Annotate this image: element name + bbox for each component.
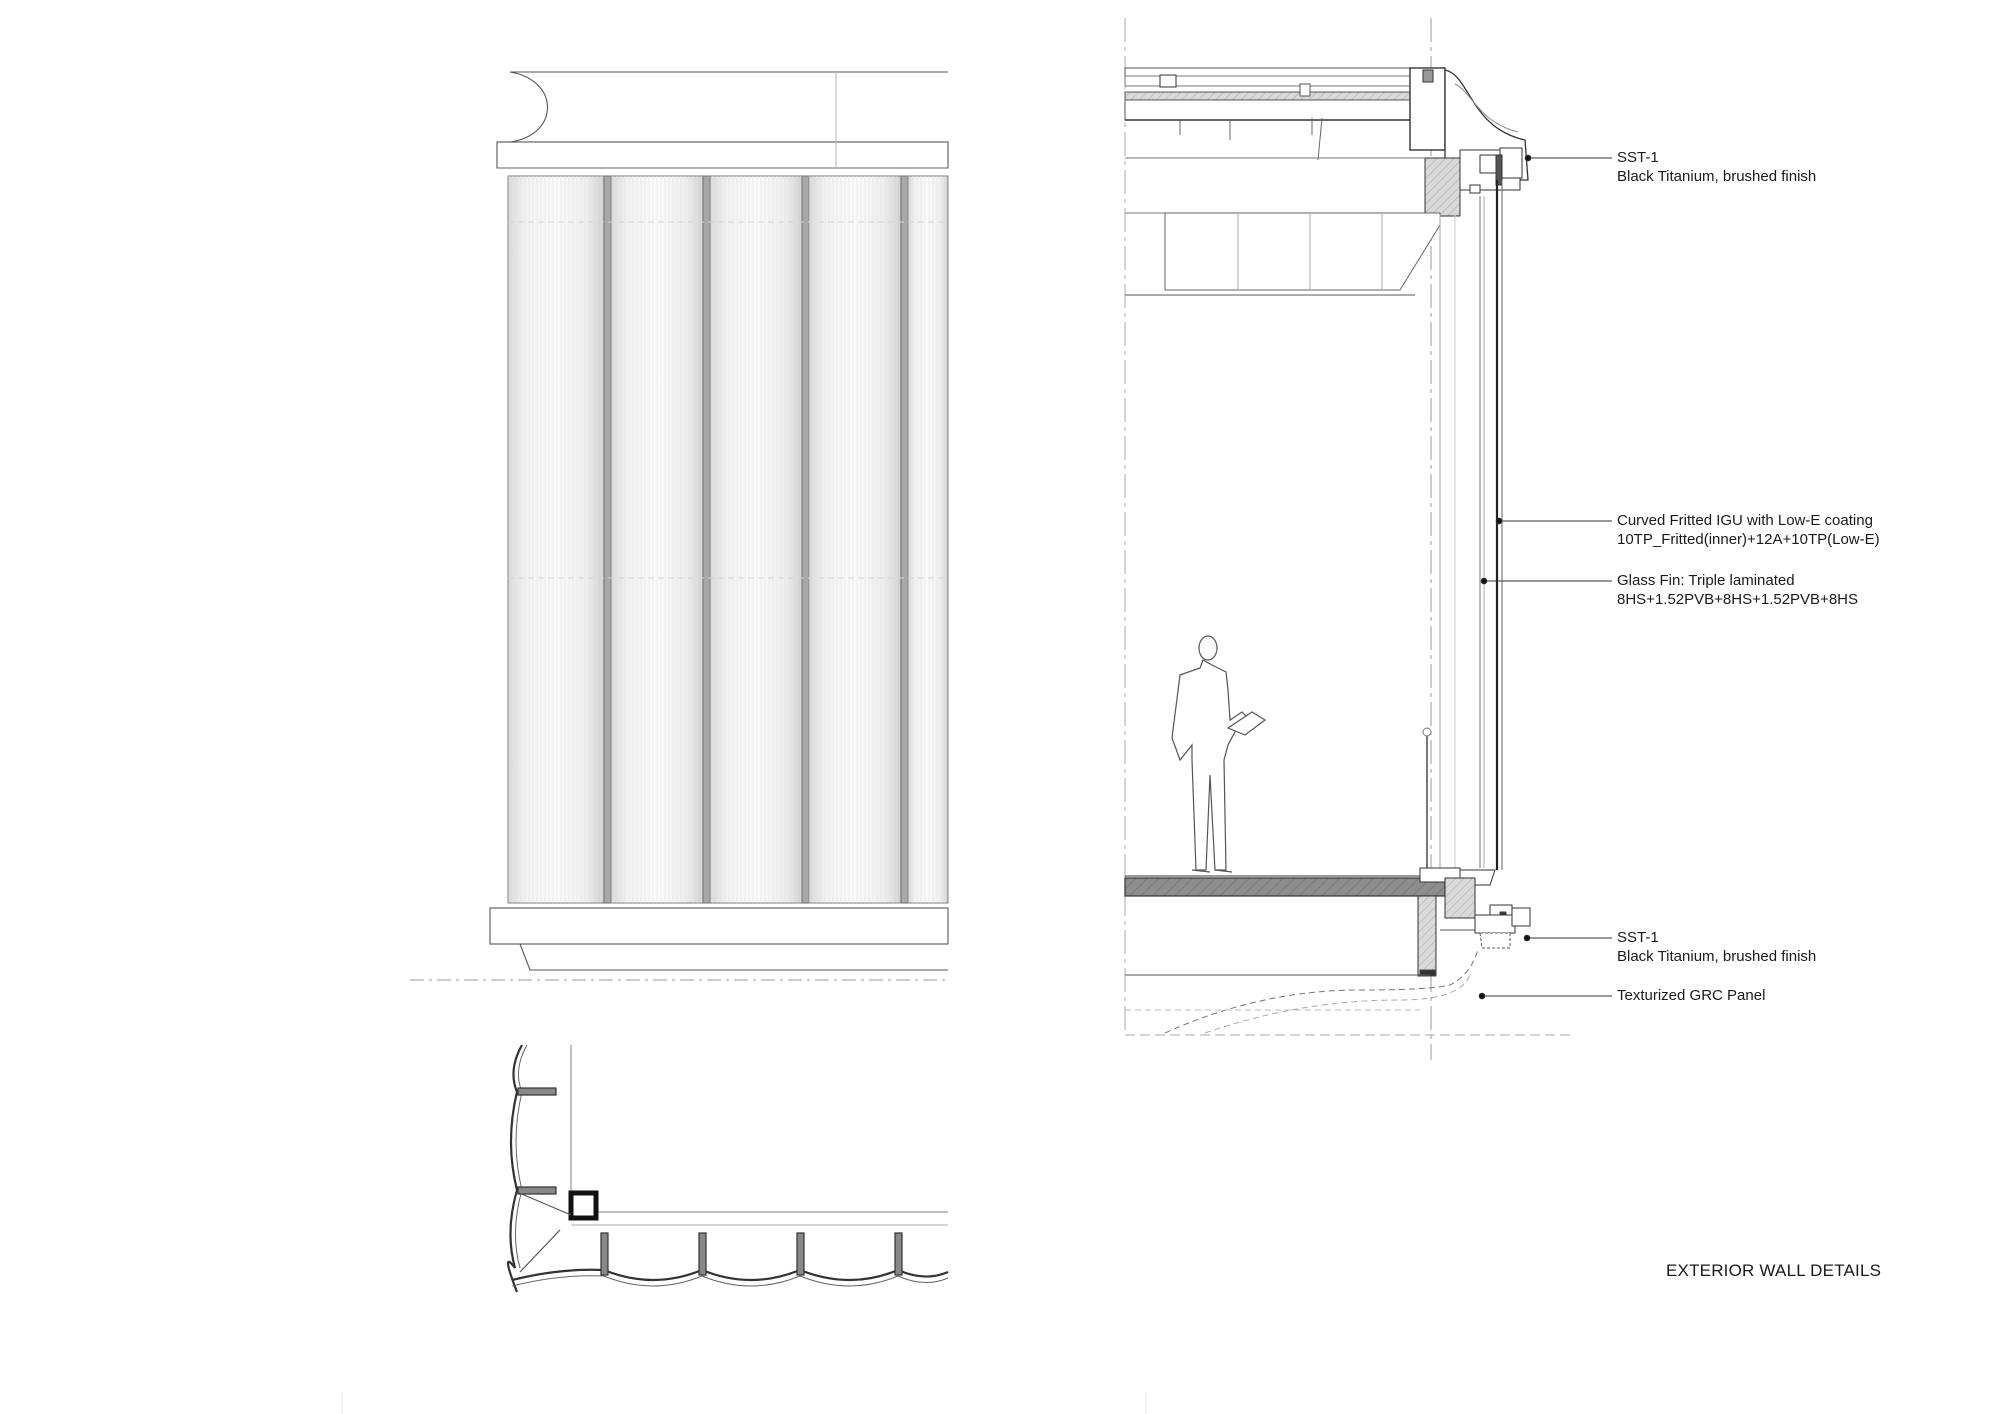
plan-fin xyxy=(517,1186,557,1195)
section-grc-soffit xyxy=(1164,949,1479,1034)
plan-view xyxy=(506,1044,949,1293)
elevation-base-soffit xyxy=(519,943,948,971)
callout-sst1-bottom: SST-1 Black Titanium, brushed finish xyxy=(1617,928,1816,966)
elevation-view xyxy=(410,71,949,981)
callout-sst1-top: SST-1 Black Titanium, brushed finish xyxy=(1617,148,1816,186)
plan-fin xyxy=(698,1232,707,1276)
sheet-title: EXTERIOR WALL DETAILS xyxy=(1666,1261,1882,1280)
section-view xyxy=(1124,18,1575,1060)
plan-corner-column xyxy=(568,1190,599,1221)
callout-line: 10TP_Fritted(inner)+12A+10TP(Low-E) xyxy=(1617,531,1880,548)
callout-grc: Texturized GRC Panel xyxy=(1617,986,1765,1005)
callout-leaders xyxy=(1478,154,1612,1000)
callout-line: Black Titanium, brushed finish xyxy=(1617,948,1817,965)
elevation-cornice xyxy=(509,71,948,143)
plan-fin xyxy=(894,1232,903,1276)
callout-line: Glass Fin: Triple laminated xyxy=(1617,572,1795,589)
plan-glass-vertical xyxy=(506,1044,523,1293)
plan-fin xyxy=(600,1232,609,1276)
elevation-cornice-band xyxy=(496,141,949,169)
section-floor-slab xyxy=(1124,877,1446,897)
callout-line: 8HS+1.52PVB+8HS+1.52PVB+8HS xyxy=(1617,591,1858,608)
plan-glass-horizontal xyxy=(511,1268,949,1282)
callout-line: SST-1 xyxy=(1617,929,1659,946)
section-bulkhead xyxy=(1164,212,1441,291)
scale-figure xyxy=(1171,635,1267,873)
callout-line: Curved Fritted IGU with Low-E coating xyxy=(1617,512,1873,529)
elevation-base-band xyxy=(489,907,949,945)
callout-line: SST-1 xyxy=(1617,149,1659,166)
callout-line: Texturized GRC Panel xyxy=(1617,987,1766,1004)
plan-fin xyxy=(517,1087,557,1096)
plan-fin xyxy=(796,1232,805,1276)
callout-glass-fin: Glass Fin: Triple laminated 8HS+1.52PVB+… xyxy=(1617,571,1858,609)
callout-igu: Curved Fritted IGU with Low-E coating 10… xyxy=(1617,511,1880,549)
section-roof xyxy=(1124,67,1440,161)
callout-line: Black Titanium, brushed finish xyxy=(1617,168,1817,185)
elevation-glass-panels xyxy=(507,175,949,904)
